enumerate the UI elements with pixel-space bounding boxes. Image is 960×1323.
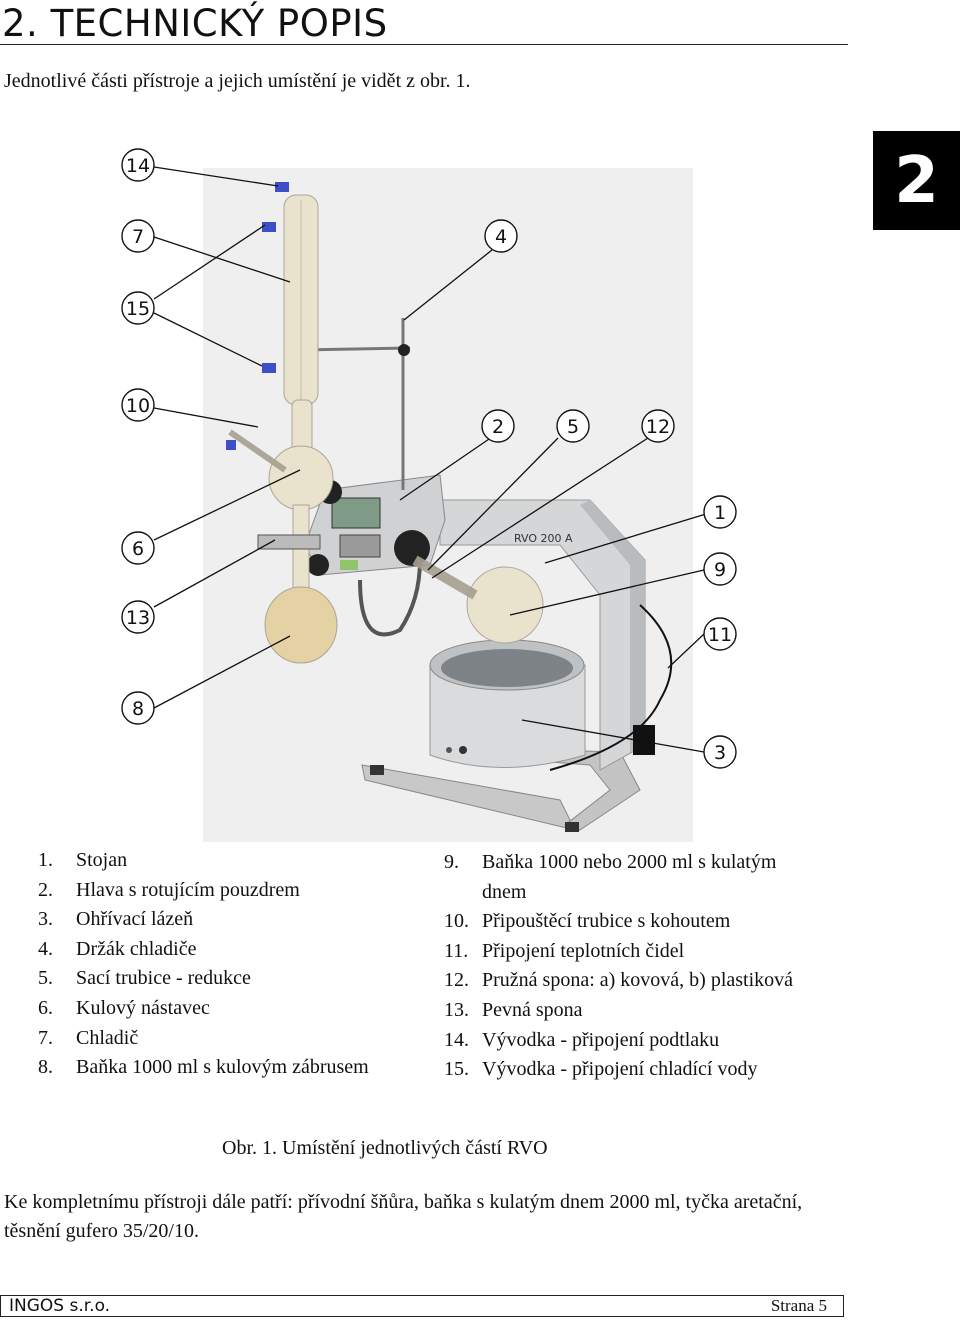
page-heading: 2. TECHNICKÝ POPIS <box>2 2 388 45</box>
callout-8: 8 <box>121 691 155 725</box>
list-item: 10.Připouštěcí trubice s kohoutem <box>444 910 731 933</box>
sensor-cable <box>549 604 673 771</box>
svg-text:3: 3 <box>714 742 726 764</box>
parts-list-right: 9.Baňka 1000 nebo 2000 ml s kulatým dnem… <box>444 848 816 1085</box>
figure-caption: Obr. 1. Umístění jednotlivých částí RVO <box>222 1137 548 1159</box>
list-item: 2.Hlava s rotujícím pouzdrem <box>38 878 300 901</box>
list-item: 9.Baňka 1000 nebo 2000 ml s kulatým dnem <box>444 851 777 903</box>
svg-text:2: 2 <box>492 416 504 438</box>
svg-text:9: 9 <box>714 559 726 581</box>
list-item: 5.Sací trubice - redukce <box>38 967 251 990</box>
callout-12: 12 <box>641 409 675 443</box>
glassware <box>228 194 544 664</box>
callout-15: 15 <box>121 291 155 325</box>
svg-text:13: 13 <box>126 607 150 629</box>
svg-text:14: 14 <box>126 155 150 177</box>
svg-text:15: 15 <box>126 298 150 320</box>
svg-text:4: 4 <box>495 226 507 248</box>
footer-page-number: Strana 5 <box>770 1296 827 1315</box>
condenser-fittings <box>226 182 289 450</box>
list-item: 1.Stojan <box>38 849 128 871</box>
callout-leaders <box>153 166 707 753</box>
svg-text:8: 8 <box>132 698 144 720</box>
callout-7: 7 <box>121 219 155 253</box>
list-item: 7.Chladič <box>38 1026 139 1049</box>
callout-14: 14 <box>121 148 155 182</box>
list-item: 4.Držák chladiče <box>38 937 197 960</box>
callout-5: 5 <box>556 409 590 443</box>
stand-base <box>361 749 641 832</box>
accessories-paragraph: Ke kompletnímu přístroji dále patří: pří… <box>4 1191 803 1242</box>
svg-text:12: 12 <box>646 416 670 438</box>
list-item: 6.Kulový nástavec <box>38 996 210 1019</box>
svg-text:5: 5 <box>567 416 579 438</box>
list-item: 14.Vývodka - připojení podtlaku <box>444 1028 720 1051</box>
chapter-tab: 2 <box>873 131 960 230</box>
list-item: 12.Pružná spona: a) kovová, b) plastikov… <box>444 969 794 992</box>
callout-2: 2 <box>481 409 515 443</box>
list-item: 3.Ohřívací lázeň <box>38 908 194 931</box>
callout-11: 11 <box>703 617 737 651</box>
callout-3: 3 <box>703 735 737 769</box>
list-item: 15.Vývodka - připojení chladící vody <box>444 1058 758 1081</box>
callout-4: 4 <box>484 219 518 253</box>
svg-text:11: 11 <box>708 624 732 646</box>
callout-1: 1 <box>703 495 737 529</box>
fixed-clamp <box>257 534 321 550</box>
rotation-head <box>304 474 446 576</box>
callout-13: 13 <box>121 600 155 634</box>
list-item: 8.Baňka 1000 ml s kulovým zábrusem <box>38 1056 369 1079</box>
footer-company: INGOS s.r.o. <box>9 1296 111 1316</box>
heating-bath <box>429 639 586 768</box>
heading-rule <box>0 44 848 45</box>
page-footer: INGOS s.r.o. Strana 5 <box>0 1295 844 1317</box>
svg-text:10: 10 <box>126 395 150 417</box>
callout-9: 9 <box>703 552 737 586</box>
cable-connector <box>633 725 655 755</box>
svg-text:7: 7 <box>132 226 144 248</box>
intro-text: Jednotlivé části přístroje a jejich umís… <box>4 70 471 92</box>
rotary-evaporator-figure: RVO 200 A <box>121 148 737 832</box>
lift-column: RVO 200 A <box>439 499 646 771</box>
list-item: 13.Pevná spona <box>444 998 583 1021</box>
parts-list-left: 1.Stojan 2.Hlava s rotujícím pouzdrem 3.… <box>38 846 408 1083</box>
callout-10: 10 <box>121 388 155 422</box>
svg-text:6: 6 <box>132 538 144 560</box>
svg-text:1: 1 <box>714 502 726 524</box>
list-item: 11.Připojení teplotních čidel <box>444 939 685 962</box>
device-model-label: RVO 200 A <box>514 532 573 545</box>
callout-6: 6 <box>121 531 155 565</box>
vacuum-hose <box>358 559 422 637</box>
